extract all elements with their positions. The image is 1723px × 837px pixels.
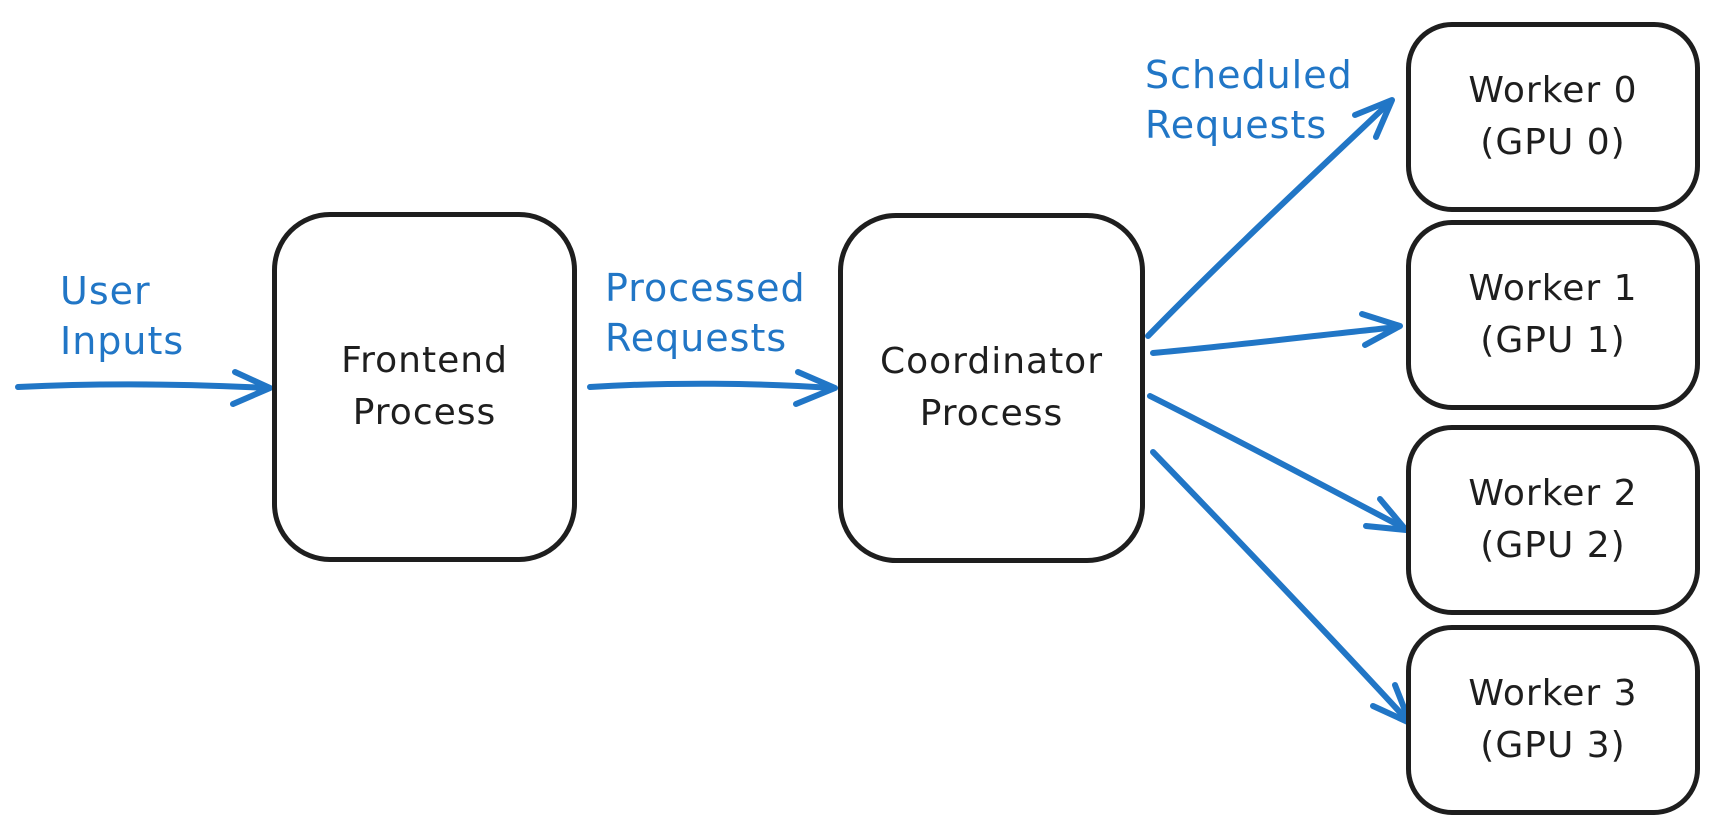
processed-requests-arrow — [587, 369, 838, 407]
frontend-process-label-line2: Process — [352, 392, 497, 433]
worker1-label-line1: Worker 1 — [1468, 268, 1638, 309]
frontend-process-label-line1: Frontend — [341, 340, 508, 381]
worker1-label-line2: (GPU 1) — [1480, 320, 1626, 361]
processed-requests-label: Processed Requests — [605, 263, 806, 363]
worker3-node: Worker 3 (GPU 3) — [1406, 625, 1700, 815]
processed-requests-label-line1: Processed — [605, 266, 806, 310]
scheduled-requests-label-line1: Scheduled — [1145, 53, 1353, 97]
coordinator-to-worker1-arrow — [1150, 311, 1403, 356]
scheduled-requests-label-line2: Requests — [1145, 103, 1328, 147]
worker1-node: Worker 1 (GPU 1) — [1406, 220, 1700, 410]
worker0-node: Worker 0 (GPU 0) — [1406, 22, 1700, 212]
coordinator-to-worker2-arrow — [1147, 393, 1409, 533]
worker2-node: Worker 2 (GPU 2) — [1406, 425, 1700, 615]
frontend-process-node: Frontend Process — [272, 212, 577, 562]
worker0-label-line2: (GPU 0) — [1480, 122, 1626, 163]
worker0-label-line1: Worker 0 — [1468, 70, 1638, 111]
user-inputs-label: User Inputs — [60, 266, 184, 366]
coordinator-process-label-line2: Process — [919, 393, 1064, 434]
user-inputs-label-line2: Inputs — [60, 319, 185, 363]
worker2-label-line2: (GPU 2) — [1480, 525, 1626, 566]
worker3-label-line1: Worker 3 — [1468, 673, 1638, 714]
coordinator-process-node: Coordinator Process — [838, 213, 1145, 563]
processed-requests-label-line2: Requests — [605, 316, 788, 360]
worker3-label-line2: (GPU 3) — [1480, 725, 1626, 766]
coordinator-process-label-line1: Coordinator — [879, 341, 1104, 382]
user-inputs-arrow — [15, 369, 273, 407]
coordinator-to-worker3-arrow — [1150, 449, 1413, 726]
worker2-label-line1: Worker 2 — [1468, 473, 1638, 514]
user-inputs-label-line1: User — [60, 269, 151, 313]
scheduled-requests-label: Scheduled Requests — [1145, 50, 1353, 150]
